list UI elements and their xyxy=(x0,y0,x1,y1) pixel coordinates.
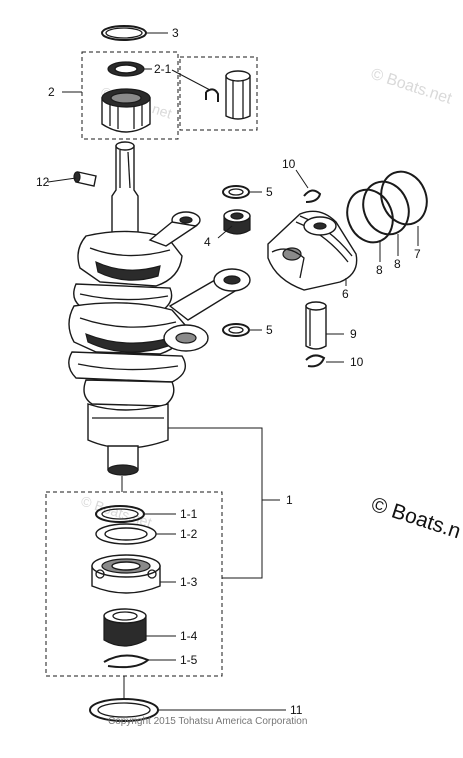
roller-detail-2-1 xyxy=(171,69,251,120)
ball-bearing-1-3 xyxy=(91,554,161,594)
callout-8-a: 8 xyxy=(376,263,383,277)
gear-1-4 xyxy=(103,608,147,647)
piston-pin-9 xyxy=(305,301,327,350)
callout-7: 7 xyxy=(414,247,421,261)
callout-10-bottom: 10 xyxy=(350,355,364,369)
watermark-top-right: © Boats.net xyxy=(369,66,455,108)
dowel-pin-12 xyxy=(73,171,97,187)
bearing-race-2-1 xyxy=(107,61,145,77)
callout-11: 11 xyxy=(290,703,303,717)
snap-ring-1-5 xyxy=(103,654,150,669)
circlip-10-bottom xyxy=(305,354,326,368)
callout-2-1: 2-1 xyxy=(154,62,172,76)
callout-5-bottom: 5 xyxy=(266,323,273,337)
callout-1-3: 1-3 xyxy=(180,575,198,589)
callout-12: 12 xyxy=(36,175,50,189)
needle-bearing-4 xyxy=(223,209,251,235)
thrust-washer-5-top xyxy=(222,185,250,199)
detail-box-2-1 xyxy=(179,56,258,131)
snap-ring-3 xyxy=(101,25,147,41)
copyright-text: Copyright 2015 Tohatsu America Corporati… xyxy=(108,716,307,727)
callout-1-1: 1-1 xyxy=(180,507,198,521)
callout-6: 6 xyxy=(342,287,349,301)
callout-4: 4 xyxy=(204,235,211,249)
callout-5-top: 5 xyxy=(266,185,273,199)
connecting-rod xyxy=(163,268,251,352)
piston-ring-8b xyxy=(362,180,410,236)
thrust-washer-5-bottom xyxy=(222,323,250,337)
group-box-2 xyxy=(81,51,179,140)
needle-bearing-2 xyxy=(101,88,151,133)
circlip-10-top xyxy=(303,189,322,203)
callout-1-2: 1-2 xyxy=(180,527,198,541)
callout-1: 1 xyxy=(286,493,293,507)
callout-10-top: 10 xyxy=(282,157,296,171)
crankshaft xyxy=(68,141,201,476)
callout-3: 3 xyxy=(172,26,179,40)
piston-ring-7 xyxy=(380,170,428,226)
callout-8-b: 8 xyxy=(394,257,401,271)
callout-1-5: 1-5 xyxy=(180,653,198,667)
piston-6 xyxy=(267,210,358,291)
callout-2: 2 xyxy=(48,85,55,99)
callout-1-4: 1-4 xyxy=(180,629,198,643)
group-box-1 xyxy=(45,491,223,677)
leader-lines xyxy=(47,32,419,711)
watermark-large: © Boats.n xyxy=(368,493,463,543)
piston-ring-8a xyxy=(346,188,394,244)
washer-1-2 xyxy=(95,523,157,545)
callout-9: 9 xyxy=(350,327,357,341)
